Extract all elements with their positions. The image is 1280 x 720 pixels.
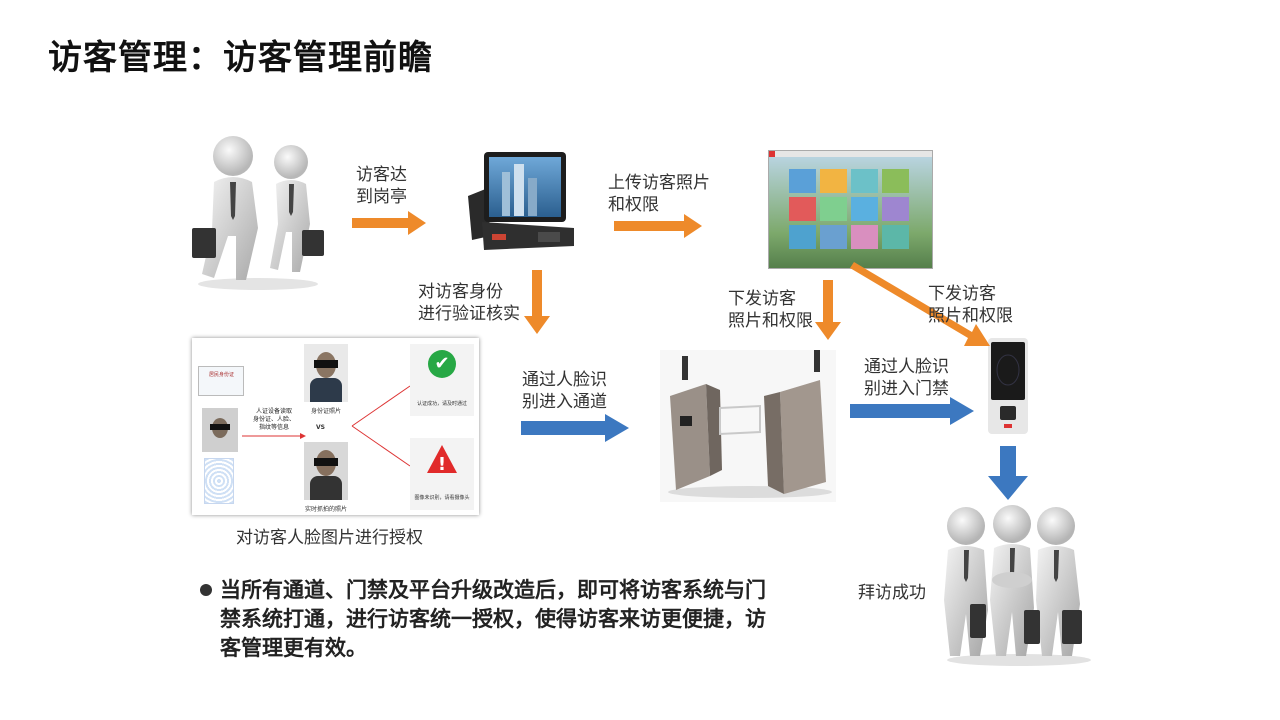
arrow-upload (614, 214, 704, 238)
arrow-arrive (352, 211, 428, 235)
label-success: 拜访成功 (858, 582, 926, 604)
fail-text: 图像未识别，请看摄像头 (412, 494, 472, 501)
id-card-image: 居民身份证 (198, 366, 244, 396)
turnstile-gate-image (660, 350, 836, 502)
bullet-dot (200, 584, 212, 596)
summary-bullet: 当所有通道、门禁及平台升级改造后，即可将访客系统与门禁系统打通，进行访客统一授权… (220, 576, 780, 663)
visitors-illustration (188, 132, 334, 292)
warning-icon: ! (426, 444, 458, 474)
verification-panel: 居民身份证 人证设备读取 身份证、人脸、 指纹等信息 身份证照片 VS 实时抓拍… (192, 338, 479, 515)
verify-lines (240, 378, 414, 468)
label-upload: 上传访客照片 和权限 (608, 172, 710, 216)
visitor-kiosk-image (462, 148, 580, 256)
label-face-door: 通过人脸识 别进入门禁 (864, 356, 949, 400)
label-issue-door: 下发访客 照片和权限 (928, 283, 1013, 327)
arrow-verify-down (524, 270, 550, 336)
live-photo-label: 实时抓拍的照片 (296, 504, 356, 513)
pass-text: 认证成功，请及时通过 (412, 400, 472, 407)
label-arrive: 访客达 到岗亭 (356, 164, 407, 208)
arrow-face-channel (521, 414, 631, 442)
label-issue-gate: 下发访客 照片和权限 (728, 288, 813, 332)
arrow-issue-gate-down (815, 280, 841, 342)
page-title: 访客管理：访客管理前瞻 (48, 30, 433, 79)
success-group-illustration (940, 500, 1098, 668)
svg-text:!: ! (438, 454, 446, 474)
id-card-text: 居民身份证 (209, 371, 234, 378)
arrow-face-door (850, 397, 976, 425)
check-icon: ✔ (428, 350, 456, 378)
reader-face-photo (202, 408, 238, 452)
pass-box: ✔ 认证成功，请及时通过 (410, 344, 474, 416)
label-authorize: 对访客人脸图片进行授权 (236, 527, 423, 549)
fingerprint-image (204, 458, 234, 504)
arrow-success-down (988, 446, 1028, 502)
platform-screenshot (768, 150, 933, 269)
label-face-channel: 通过人脸识 别进入通道 (522, 369, 607, 413)
face-terminal-image (986, 338, 1030, 436)
fail-box: ! 图像未识别，请看摄像头 (410, 438, 474, 510)
label-verify: 对访客身份 进行验证核实 (418, 281, 520, 325)
